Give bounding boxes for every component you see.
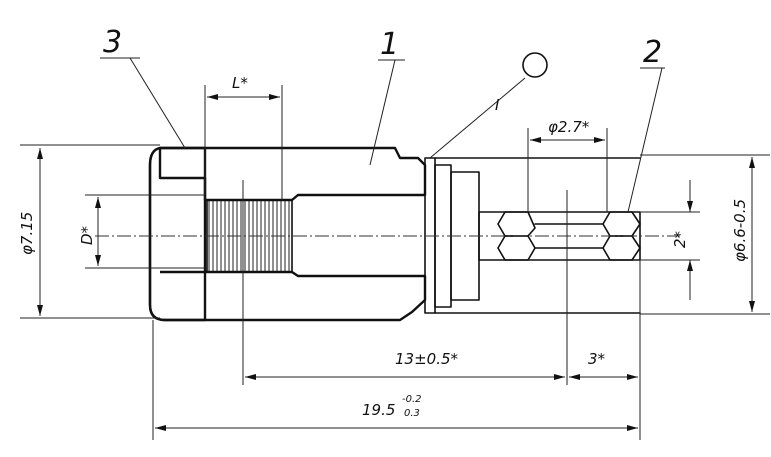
flange-outer [424, 157, 436, 314]
ring-right-upper [602, 211, 641, 237]
part-label-3: 3 [103, 25, 122, 60]
detail-marker: I [495, 96, 500, 114]
part-label-2: 2 [643, 35, 662, 70]
dim-total-length: 19.5 [362, 401, 395, 419]
dim-inner-bore: D* [78, 225, 96, 245]
body-section [148, 146, 427, 322]
dim-ring-thickness: 2* [671, 230, 689, 248]
dim-length-13: 13±0.5* [395, 350, 459, 368]
dim-outer-diameter: φ7.15 [18, 212, 36, 255]
ring-left-upper [497, 211, 536, 237]
dim-thread-length: L* [232, 74, 248, 92]
body-upper-wall [158, 146, 427, 202]
right-assembly [424, 157, 641, 314]
part-label-1: 1 [380, 27, 399, 62]
dim-total-upper-tol: -0.2 [402, 394, 422, 405]
end-cap [148, 146, 207, 322]
dim-length-3: 3* [588, 350, 606, 368]
dim-total-lower-tol: 0.3 [404, 408, 420, 419]
ring-left-lower [497, 235, 536, 261]
leader-lines [100, 52, 665, 213]
detail-circle [522, 52, 548, 78]
dim-journal-diameter: φ6.6-0.5 [731, 199, 749, 262]
dimension-lines [37, 94, 755, 431]
extension-lines [20, 85, 770, 440]
ring-right-lower [602, 235, 641, 261]
dim-pin-diameter: φ2.7* [548, 118, 590, 136]
labels: 3 1 2 I L* φ2.7* 13±0.5* 3* 19.5 -0.2 0.… [18, 25, 749, 419]
